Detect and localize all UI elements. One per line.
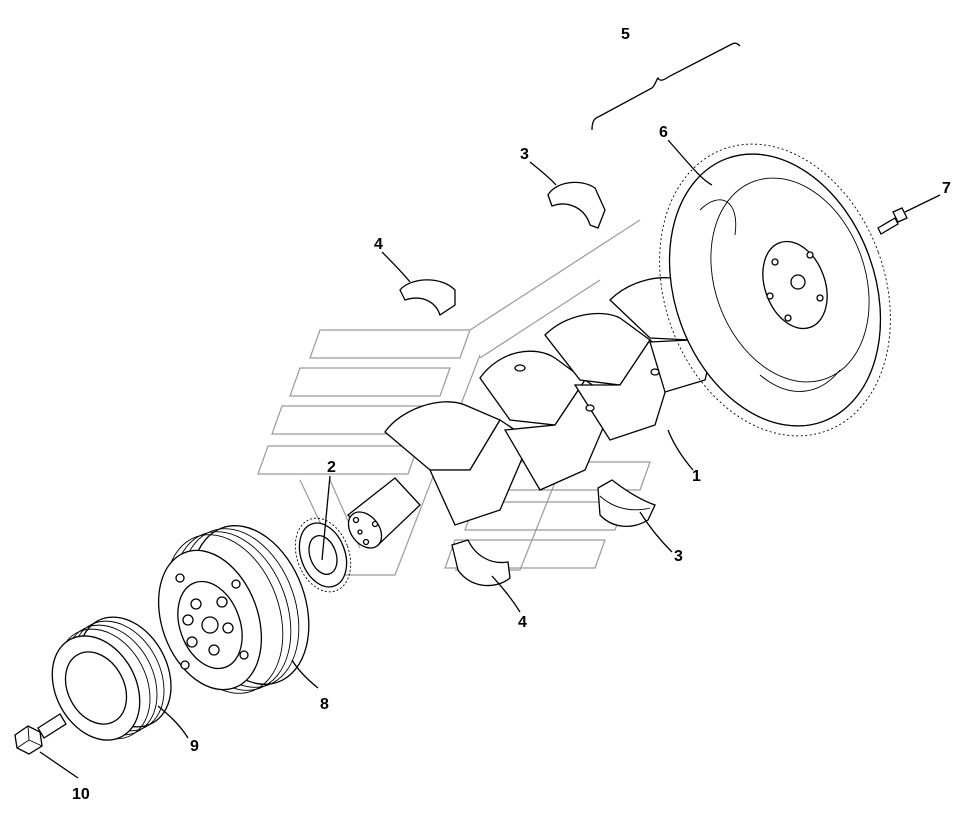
- flywheel-bolt: [877, 207, 908, 235]
- main-bearing-shell-upper: [547, 181, 606, 229]
- callout-4-upper: 4: [374, 236, 383, 253]
- accessory-pulley: [51, 616, 172, 741]
- conrod-bearing-shell-upper: [399, 279, 456, 317]
- callout-7: 7: [942, 180, 951, 197]
- leader-lines: [39, 42, 941, 779]
- callout-10: 10: [72, 786, 90, 803]
- callout-1: 1: [692, 468, 701, 485]
- pulley-bolt: [14, 713, 67, 755]
- callout-labels: 1 2 3 3 4 4 5 6 7 8 9 10: [72, 26, 951, 803]
- callout-3-lower: 3: [674, 548, 683, 565]
- callout-4-lower: 4: [518, 614, 527, 631]
- callout-8: 8: [320, 696, 329, 713]
- callout-9: 9: [190, 738, 199, 755]
- damper-pulley: [157, 525, 310, 694]
- callout-5: 5: [621, 26, 630, 43]
- conrod-bearing-shell-lower: [451, 539, 511, 587]
- main-bearing-shell-lower: [597, 479, 656, 527]
- callout-2: 2: [327, 459, 336, 476]
- callout-3-upper: 3: [520, 146, 529, 163]
- flywheel: [659, 143, 891, 437]
- callout-6: 6: [659, 124, 668, 141]
